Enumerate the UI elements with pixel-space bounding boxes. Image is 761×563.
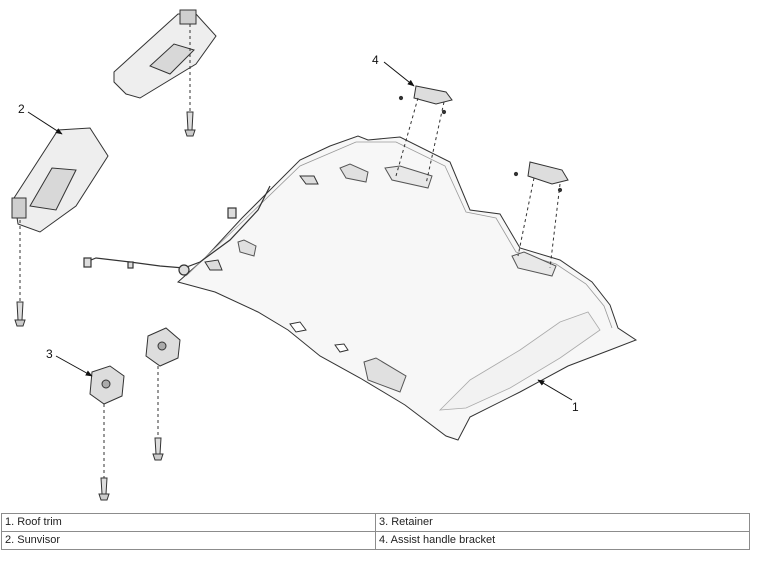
- callout-3: 3: [46, 347, 53, 361]
- wiring-harness: [83, 185, 271, 276]
- callout-leaders: [27, 61, 573, 401]
- legend-cell-roof-trim: 1. Roof trim: [1, 513, 376, 532]
- legend-cell-retainer: 3. Retainer: [375, 513, 750, 532]
- assist-handle-bracket-part: [395, 85, 569, 269]
- parts-legend-table: 1. Roof trim 3. Retainer 2. Sunvisor 4. …: [1, 513, 750, 550]
- callout-4: 4: [372, 53, 379, 67]
- legend-cell-sunvisor: 2. Sunvisor: [1, 531, 376, 550]
- legend-row: 1. Roof trim 3. Retainer: [1, 513, 750, 532]
- callout-1: 1: [572, 400, 579, 414]
- sunvisor-upper-part: [113, 9, 217, 137]
- legend-cell-assist-handle-bracket: 4. Assist handle bracket: [375, 531, 750, 550]
- retainer-part: [89, 327, 181, 501]
- sunvisor-part: [11, 127, 109, 327]
- legend-row: 2. Sunvisor 4. Assist handle bracket: [1, 531, 750, 550]
- callout-2: 2: [18, 102, 25, 116]
- roof-trim-part: [176, 135, 638, 441]
- exploded-parts-diagram: 1 2 3 4: [11, 9, 638, 501]
